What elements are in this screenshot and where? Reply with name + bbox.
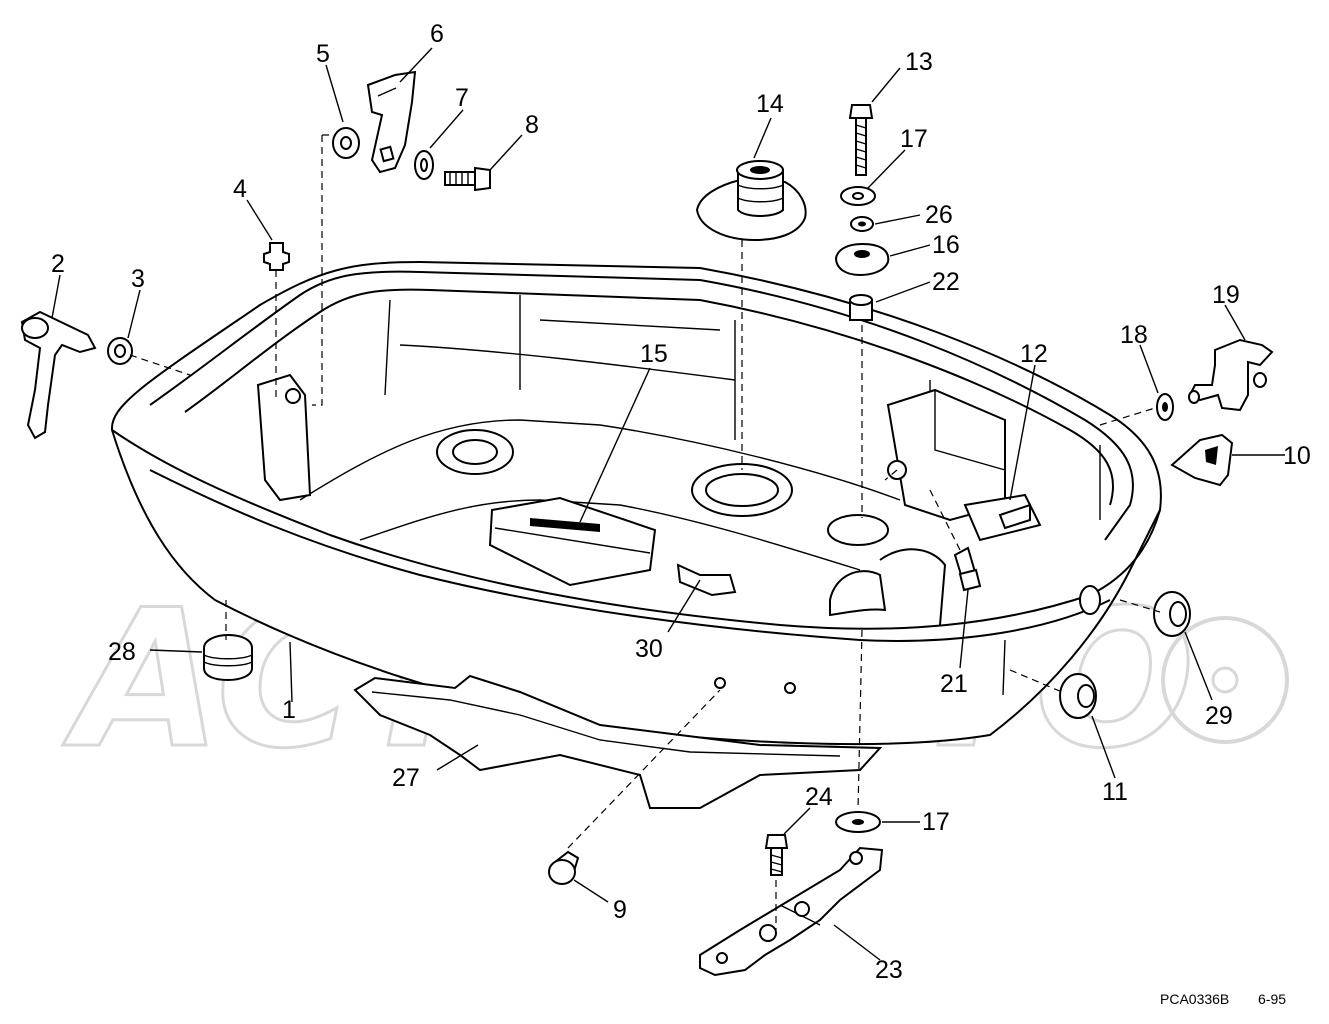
grommet-29 — [1153, 591, 1191, 637]
callout-24: 24 — [805, 783, 833, 811]
callout-9: 9 — [613, 896, 627, 924]
grommet-16 — [834, 242, 890, 277]
washer-3 — [107, 337, 133, 365]
leader-lines — [51, 47, 1285, 961]
sleeve-22 — [849, 294, 873, 321]
bracket-23 — [699, 846, 884, 977]
drawing-date: 6-95 — [1258, 991, 1286, 1007]
lock-washer-7 — [414, 150, 434, 180]
shift-lever — [20, 310, 97, 440]
callout-27: 27 — [392, 764, 420, 792]
washer-17-lower — [835, 811, 881, 833]
lever-assembly-19 — [1188, 338, 1274, 412]
callout-21: 21 — [940, 670, 968, 698]
drawing-footer: PCA0336B 6-95 — [1160, 991, 1286, 1007]
washer-5 — [332, 127, 360, 159]
callout-30: 30 — [635, 635, 663, 663]
screw-13 — [848, 104, 874, 176]
grommet-11 — [1059, 673, 1097, 719]
callout-17-lower: 17 — [922, 808, 950, 836]
callout-3: 3 — [131, 265, 145, 293]
callout-18: 18 — [1120, 321, 1148, 349]
fitting-4 — [263, 242, 290, 271]
alignment-lines — [129, 134, 1161, 930]
callout-16: 16 — [932, 231, 960, 259]
callout-29: 29 — [1205, 702, 1233, 730]
callouts: 1 2 3 4 5 6 7 8 9 10 11 12 13 14 15 16 1… — [51, 20, 1311, 984]
plug-9 — [548, 850, 580, 885]
bottom-seal — [353, 674, 883, 809]
callout-6: 6 — [430, 20, 444, 48]
clip-10 — [1170, 433, 1234, 487]
callout-23: 23 — [875, 956, 903, 984]
callout-28: 28 — [108, 638, 136, 666]
washer-17-upper — [840, 186, 876, 206]
callout-8: 8 — [525, 111, 539, 139]
bolt-24 — [764, 834, 789, 876]
callout-13: 13 — [905, 48, 933, 76]
screw-21 — [953, 546, 982, 592]
grommet-14 — [695, 160, 807, 242]
callout-12: 12 — [1020, 340, 1048, 368]
callout-1: 1 — [282, 696, 296, 724]
callout-11: 11 — [1102, 778, 1128, 806]
callout-26: 26 — [925, 201, 953, 229]
drawing-code: PCA0336B — [1160, 991, 1229, 1007]
callout-7: 7 — [455, 84, 469, 112]
callout-17-upper: 17 — [900, 125, 928, 153]
callout-5: 5 — [316, 40, 330, 68]
latch-hook — [366, 70, 417, 174]
bolt-8 — [444, 166, 491, 192]
lower-cowl-pan — [110, 260, 1162, 746]
callout-4: 4 — [233, 175, 247, 203]
callout-2: 2 — [51, 250, 65, 278]
callout-15: 15 — [640, 340, 668, 368]
callout-22: 22 — [932, 268, 960, 296]
grommet-28 — [203, 633, 253, 682]
callout-19: 19 — [1212, 281, 1240, 309]
washer-18 — [1156, 393, 1174, 421]
callout-14: 14 — [756, 90, 784, 118]
callout-10: 10 — [1283, 442, 1311, 470]
spacer-26 — [850, 216, 874, 232]
